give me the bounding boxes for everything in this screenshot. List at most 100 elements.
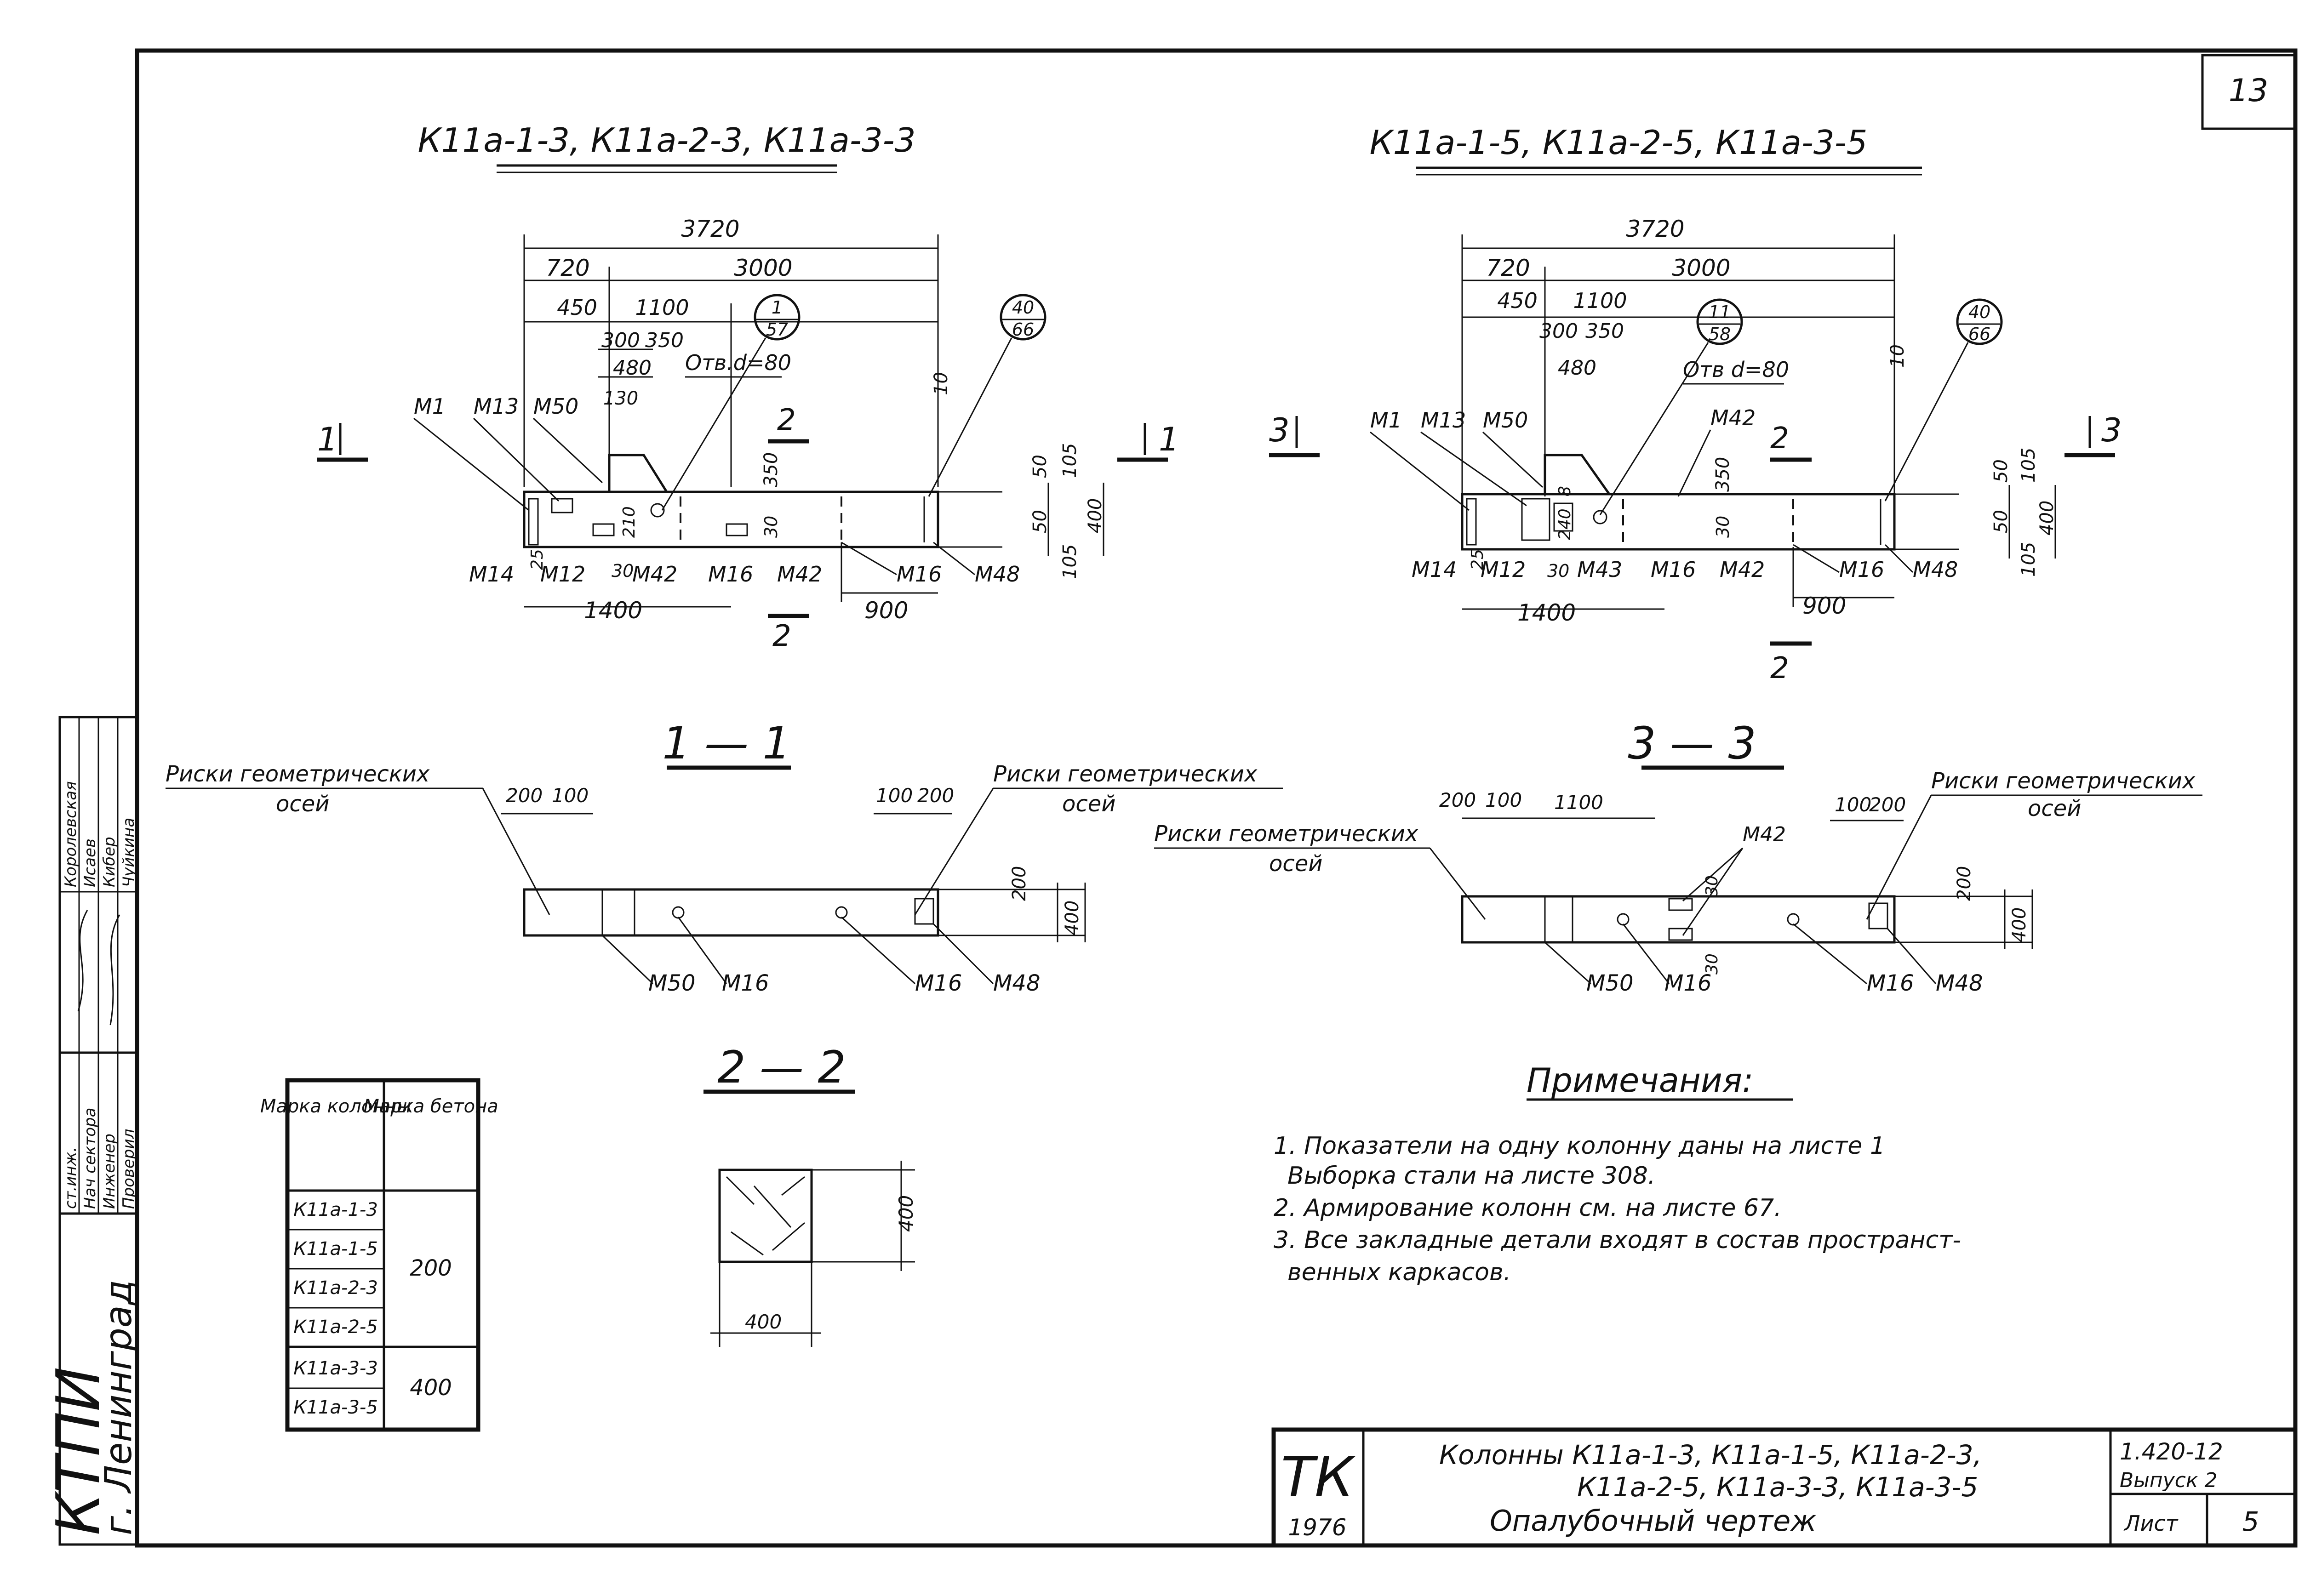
mark-m16: М16 <box>722 970 769 996</box>
mark-m42b: М42 <box>777 562 822 587</box>
callout-num: 1 <box>772 297 783 318</box>
callout-11-58 <box>1696 298 1743 345</box>
dim-30b: 30 <box>1703 953 1721 975</box>
dim-200: 200 <box>1439 789 1476 811</box>
mark-m48: М48 <box>1936 970 1983 996</box>
sheet-number-box <box>2201 54 2296 130</box>
dim-100: 100 <box>1485 789 1522 811</box>
note-line: венных каркасов. <box>1287 1259 1511 1286</box>
mark-m50: М50 <box>1483 408 1528 433</box>
dim-10: 10 <box>931 372 952 395</box>
section-2-2-square <box>718 1168 813 1263</box>
dim-100: 100 <box>876 784 913 807</box>
org-name: КТПИ <box>43 1367 113 1535</box>
section-1-1-title: 1 — 1 <box>662 718 790 769</box>
dim-720: 720 <box>546 255 589 281</box>
axis-note-right: Риски геометрических <box>1931 768 2196 794</box>
mark-m14: М14 <box>469 562 514 587</box>
dim-900: 900 <box>864 597 908 624</box>
role-1: ст.инж. <box>62 1147 80 1209</box>
mark-m16: М16 <box>1664 970 1712 996</box>
dim-450: 450 <box>557 295 597 320</box>
cut-mark-top: 2 <box>777 403 796 437</box>
callout-den: 66 <box>1968 324 1990 344</box>
notes-title: Примечания: <box>1527 1061 1753 1100</box>
callout-num: 40 <box>1012 297 1034 318</box>
dim-30b: 30 <box>1547 561 1569 581</box>
mark-m50: М50 <box>648 970 696 996</box>
dim-300: 300 <box>601 329 640 352</box>
dim-50: 50 <box>1029 455 1051 478</box>
dim-1400: 1400 <box>1517 599 1576 626</box>
section-mark-left: 3 <box>1269 411 1290 449</box>
dim-3000: 3000 <box>1672 255 1730 281</box>
table-row: К11а-1-3 <box>293 1199 378 1220</box>
axis-note-left-2: осей <box>276 791 329 817</box>
mark-m42: М42 <box>1710 405 1756 430</box>
mark-m1: М1 <box>414 394 446 419</box>
section-mark-left: 1 <box>317 421 338 458</box>
mark-m13: М13 <box>1421 408 1466 433</box>
role-2: Нач сектора <box>81 1108 99 1209</box>
dim-100: 100 <box>1835 793 1871 816</box>
dim-210: 210 <box>620 506 639 538</box>
dim-30: 30 <box>1713 516 1733 538</box>
dim-1400: 1400 <box>584 597 642 624</box>
cut-mark-bottom: 2 <box>772 619 791 653</box>
dim-1100: 1100 <box>1573 288 1627 313</box>
callout-den: 57 <box>766 319 788 340</box>
dim-10: 10 <box>1887 344 1908 368</box>
section-mark-right: 3 <box>2101 411 2122 449</box>
mark-m48: М48 <box>993 970 1041 996</box>
dim-30: 30 <box>761 516 781 538</box>
dim-8: 8 <box>1556 486 1574 496</box>
dim-450: 450 <box>1497 288 1538 313</box>
mark-m50: М50 <box>533 394 578 419</box>
name-4: Чуйкина <box>120 818 138 887</box>
table-row: К11а-3-3 <box>293 1358 378 1379</box>
section-1-1-body <box>523 888 939 937</box>
section-3-3: 3 — 3 Риски геометрических осей Риски ге… <box>1154 718 2202 996</box>
axis-note-left: Риски геометрических <box>166 761 430 787</box>
mark-m12: М12 <box>540 562 585 587</box>
dim-350v: 350 <box>1712 457 1733 492</box>
axis-note-left: Риски геометрических <box>1154 821 1418 847</box>
dim-200v: 200 <box>1954 866 1975 901</box>
signatures <box>77 910 120 1026</box>
dim-400v: 400 <box>895 1195 917 1232</box>
mark-m42: М42 <box>1743 823 1786 846</box>
title-block: ТК 1976 Колонны К11а-1-3, К11а-1-5, К11а… <box>1271 1427 2298 1548</box>
dim-105: 105 <box>1059 443 1081 478</box>
axis-note-right-2: осей <box>2028 796 2081 821</box>
mark-m16: М16 <box>708 562 753 587</box>
name-1: Королевская <box>62 781 80 887</box>
stamp-sheet-label: Лист <box>2123 1511 2179 1536</box>
mark-m48: М48 <box>1913 557 1958 582</box>
grade-table: Марка колонны Марка бетона К11а-1-3 К11а… <box>260 1078 498 1432</box>
table-row: К11а-2-5 <box>293 1317 378 1338</box>
callout-num: 40 <box>1968 302 1990 322</box>
section-2-2: 2 — 2 400 400 <box>703 1042 917 1347</box>
mark-m16b: М16 <box>1839 557 1884 582</box>
dim-50: 50 <box>1990 510 2012 533</box>
dim-400: 400 <box>1085 498 1106 533</box>
dim-480: 480 <box>1558 356 1596 380</box>
note-line: Выборка стали на листе 308. <box>1287 1162 1655 1190</box>
mark-m16: М16 <box>1651 557 1696 582</box>
dim-400v: 400 <box>2009 907 2030 942</box>
dim-105: 105 <box>2018 448 2039 483</box>
note-line: 1. Показатели на одну колонну даны на ли… <box>1274 1132 1885 1160</box>
table-row: К11а-2-3 <box>293 1277 378 1299</box>
table-header-grade: Марка бетона <box>363 1096 498 1117</box>
stamp-year: 1976 <box>1288 1514 1346 1541</box>
right-view-title: К11а-1-5, К11а-2-5, К11а-3-5 <box>1370 123 1868 162</box>
cut-mark-top: 2 <box>1770 422 1789 456</box>
dim-25: 25 <box>1468 549 1487 570</box>
dim-400v: 400 <box>1062 901 1083 935</box>
dim-overall: 3720 <box>1626 216 1684 242</box>
section-1-1: 1 — 1 Риски геометрических осей Риски ге… <box>166 718 1283 996</box>
callout-num: 11 <box>1709 302 1731 322</box>
dim-30: 30 <box>1703 875 1721 896</box>
mark-m16b: М16 <box>915 970 962 996</box>
